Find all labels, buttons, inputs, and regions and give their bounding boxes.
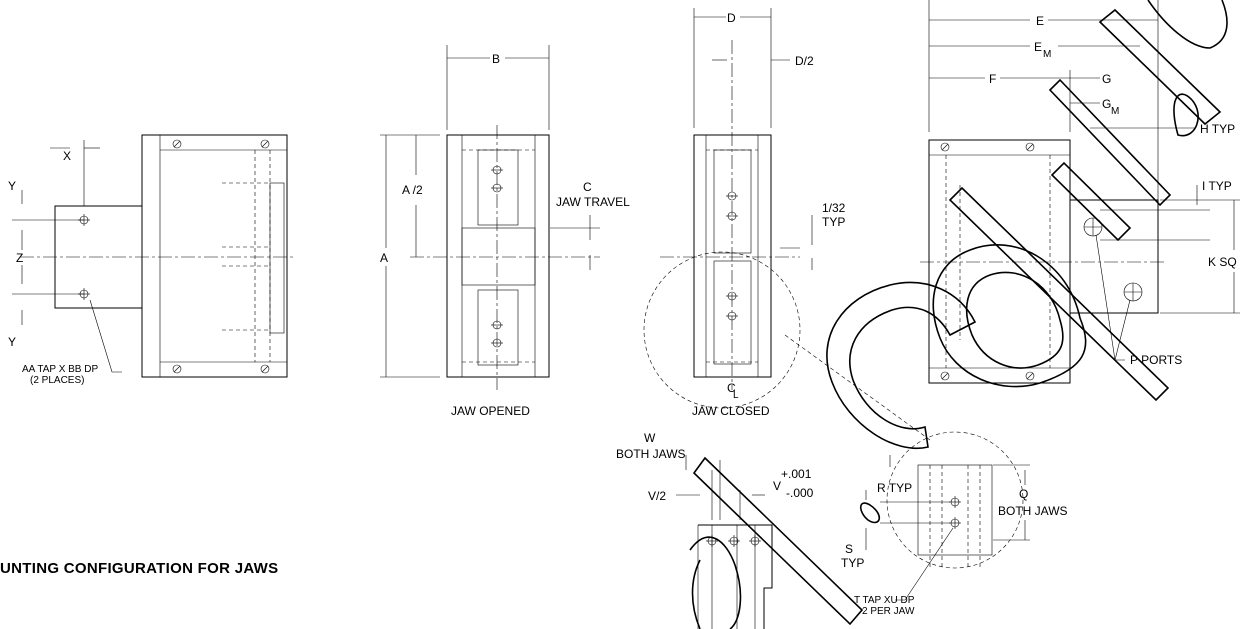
dim-a-half: A /2: [402, 183, 423, 197]
top-view: E E M F G G M H TYP I TYP K SQ P PORTS: [920, 0, 1240, 384]
tapped-hole-icon: [491, 183, 503, 193]
dim-i-typ: I TYP: [1202, 179, 1232, 193]
tap-note-t-1: T TAP XU DP: [854, 595, 915, 606]
dim-v-plus: +.001: [781, 467, 812, 481]
tap-note-line-1: AA TAP X BB DP: [22, 364, 98, 375]
tapped-hole-icon: [491, 320, 503, 330]
dim-z: Z: [16, 251, 23, 265]
tapped-hole-icon: [726, 311, 738, 321]
tapped-hole-icon: [491, 165, 503, 175]
dim-x: X: [63, 149, 71, 163]
screw-icon: [1025, 371, 1035, 381]
tapped-hole-icon: [726, 191, 738, 201]
tapped-hole-icon: [491, 338, 503, 348]
dim-a: A: [380, 251, 388, 265]
screw-icon: [172, 139, 182, 149]
tap-note-t-2: 2 PER JAW: [862, 606, 915, 617]
jaw-closed-caption: JAW CLOSED: [692, 404, 770, 418]
dim-y-bottom: Y: [8, 335, 16, 349]
watermark-logo: [689, 0, 1228, 629]
dim-d: D: [727, 11, 736, 25]
screw-icon: [172, 364, 182, 374]
dim-w-caption: BOTH JAWS: [616, 447, 686, 461]
screw-icon: [940, 142, 950, 152]
dim-1-32-typ: TYP: [822, 215, 845, 229]
centerline-c: C: [727, 381, 736, 395]
dim-g: G: [1102, 72, 1111, 86]
dim-v: V: [773, 479, 781, 493]
tap-note-line-2: (2 PLACES): [30, 375, 84, 386]
dim-e: E: [1036, 14, 1044, 28]
dim-y-top: Y: [8, 179, 16, 193]
dim-h-typ: H TYP: [1200, 122, 1235, 136]
dim-k-sq: K SQ: [1208, 255, 1237, 269]
screw-icon: [260, 364, 270, 374]
dim-v-half: V/2: [648, 489, 666, 503]
dim-d-half: D/2: [795, 54, 814, 68]
section-heading: UNTING CONFIGURATION FOR JAWS: [0, 560, 278, 577]
dim-em: E: [1034, 40, 1042, 54]
tapped-hole-icon: [728, 535, 740, 547]
port-icon: [1123, 282, 1143, 302]
dim-b: B: [492, 52, 500, 66]
dim-q: Q: [1019, 487, 1028, 501]
port-icon: [1083, 217, 1103, 237]
dim-r-typ: R TYP: [877, 481, 912, 495]
dim-s: S: [845, 542, 853, 556]
jaw-closed-view: D D/2 1/32 TYP C L JAW CLOSED: [643, 8, 931, 441]
dim-1-32: 1/32: [822, 201, 846, 215]
dim-c: C: [583, 180, 592, 194]
tapped-hole-icon: [726, 291, 738, 301]
tapped-hole-icon: [949, 517, 961, 529]
dim-gm: G: [1102, 97, 1111, 111]
screw-icon: [940, 371, 950, 381]
dim-em-subscript: M: [1043, 49, 1051, 60]
screw-icon: [260, 139, 270, 149]
jaw-opened-caption: JAW OPENED: [451, 404, 530, 418]
tapped-hole-icon: [726, 211, 738, 221]
dim-gm-subscript: M: [1111, 106, 1119, 117]
dim-c-caption: JAW TRAVEL: [556, 195, 630, 209]
side-view: X Y Z Y AA TAP X BB DP (2 PLACES): [8, 134, 295, 386]
tapped-hole-icon: [749, 535, 761, 547]
dim-v-minus: -.000: [786, 486, 814, 500]
p-ports-callout: P PORTS: [1130, 353, 1182, 367]
centerline-l: L: [733, 390, 739, 401]
jaw-opened-view: B A /2 A C JAW TRAVEL JAW OPENED: [380, 45, 630, 418]
tapped-hole-icon: [949, 496, 961, 508]
dim-q-caption: BOTH JAWS: [998, 504, 1068, 518]
dim-s-typ: TYP: [841, 556, 864, 570]
screw-icon: [1025, 142, 1035, 152]
dim-f: F: [989, 72, 996, 86]
dim-w: W: [644, 431, 656, 445]
jaw-detail: W BOTH JAWS V/2 V +.001 -.000 R TYP Q BO…: [616, 431, 1068, 629]
